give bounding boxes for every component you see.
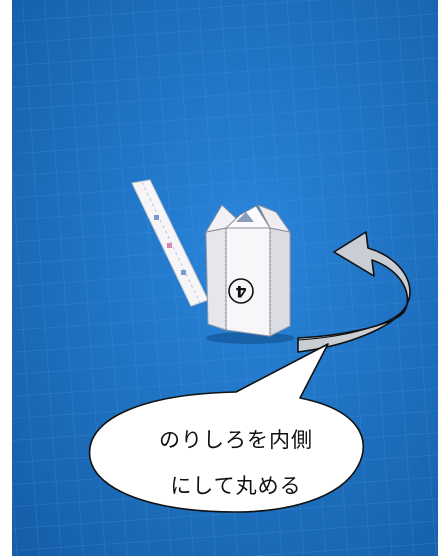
prism-number-label: 4	[235, 282, 247, 301]
callout-line-2: にして丸める	[170, 474, 302, 498]
speech-bubble-icon	[88, 343, 365, 513]
circled-number-icon	[228, 278, 254, 304]
curved-arrow-icon	[297, 231, 411, 353]
paper-prism	[204, 204, 294, 344]
callout-line-1: のりしろを内側	[159, 428, 313, 452]
paper-strip	[131, 179, 209, 307]
